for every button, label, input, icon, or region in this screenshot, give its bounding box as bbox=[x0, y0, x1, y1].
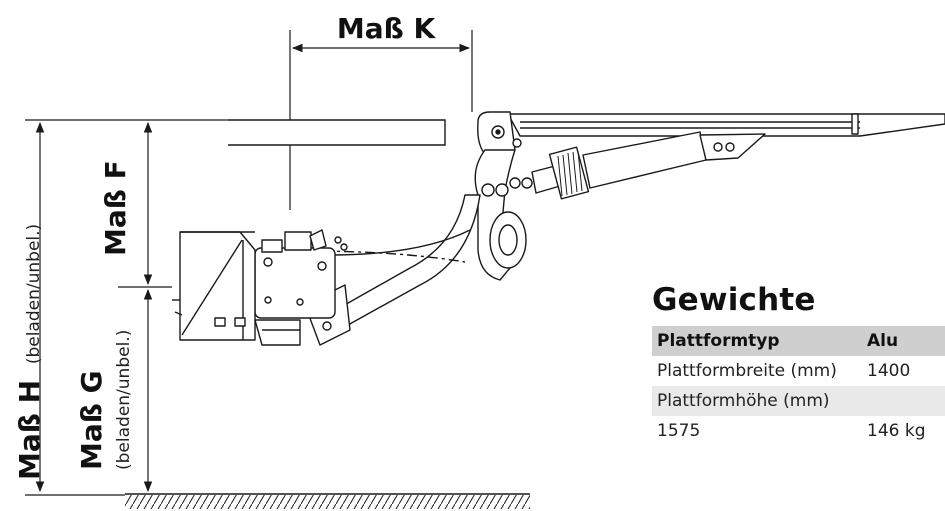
dimension-f-label: Maß F bbox=[99, 160, 132, 256]
table-cell: 1575 bbox=[657, 421, 701, 441]
table-cell: Plattformhöhe (mm) bbox=[652, 386, 862, 416]
ground bbox=[125, 493, 530, 509]
weights-header-alu: Alu bbox=[862, 326, 945, 356]
table-row: Plattformbreite (mm) 1400 bbox=[652, 356, 945, 386]
table-row: Plattformhöhe (mm) bbox=[652, 386, 945, 416]
table-row: 1575 146 kg bbox=[652, 416, 945, 446]
weights-section: Gewichte Plattformtyp Alu Plattformbreit… bbox=[652, 282, 945, 446]
weights-header-platform-type: Plattformtyp bbox=[652, 326, 862, 356]
dimension-g-note: (beladen/unbel.) bbox=[114, 330, 134, 470]
weights-header-row: Plattformtyp Alu bbox=[652, 326, 945, 356]
dimension-h-text: Maß H bbox=[13, 380, 46, 480]
table-cell: 1400 bbox=[867, 361, 911, 381]
liftgate-mechanism bbox=[172, 111, 945, 346]
dimension-h-label: Maß H (beladen/unbel.) bbox=[13, 224, 46, 480]
table-cell: 146 kg bbox=[867, 421, 926, 441]
weights-table: Plattformtyp Alu Plattformbreite (mm) 14… bbox=[652, 326, 945, 446]
reference-lines bbox=[25, 119, 228, 496]
table-cell: Plattformbreite (mm) bbox=[657, 361, 837, 381]
dimension-g-label: Maß G bbox=[75, 370, 108, 470]
table-cell bbox=[862, 386, 945, 416]
dimension-k-label: Maß K bbox=[337, 12, 437, 45]
dimension-h-note: (beladen/unbel.) bbox=[24, 224, 44, 364]
weights-title: Gewichte bbox=[652, 282, 816, 318]
stowed-platform-outline bbox=[228, 119, 446, 146]
